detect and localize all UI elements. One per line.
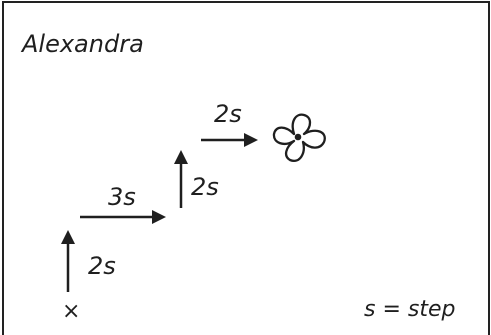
- move-label-3: 2s: [191, 173, 219, 201]
- flower-icon: [272, 113, 326, 162]
- move-label-1: 2s: [88, 252, 116, 280]
- name-label: Alexandra: [20, 30, 144, 58]
- move-right-1: [80, 210, 166, 224]
- move-right-2: [201, 133, 258, 147]
- move-label-4: 2s: [214, 100, 242, 128]
- legend-text: s = step: [364, 297, 455, 322]
- move-label-2: 3s: [108, 183, 136, 211]
- move-up-2: [174, 150, 188, 208]
- move-up-1: [61, 230, 75, 292]
- start-marker: ×: [62, 299, 80, 324]
